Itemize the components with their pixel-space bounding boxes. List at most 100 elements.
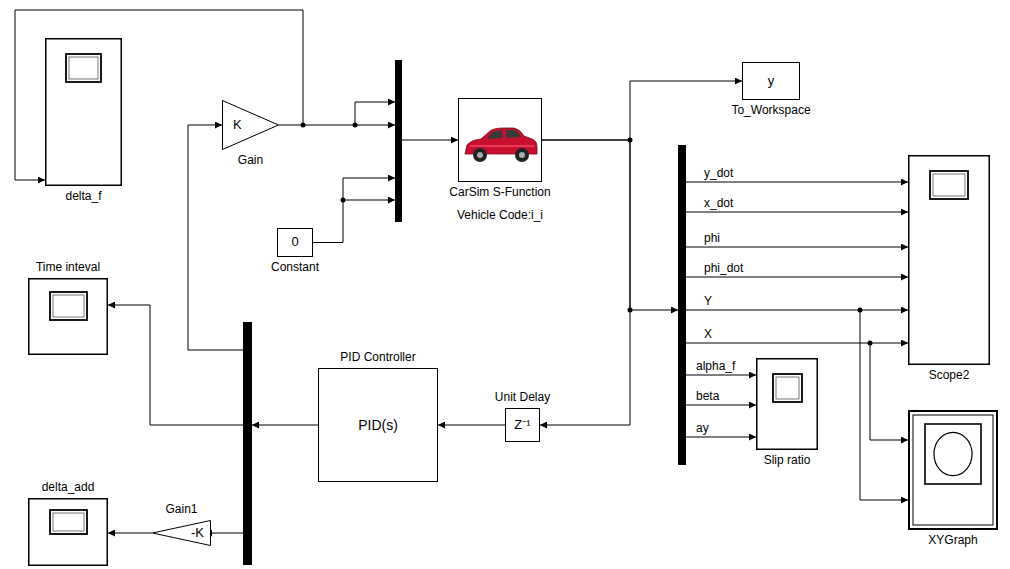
scope-screen xyxy=(933,174,965,196)
scope-block: delta_add xyxy=(28,498,108,566)
signal-wire xyxy=(188,125,243,350)
signal-wire xyxy=(860,310,908,500)
block-name: Time inteval xyxy=(36,261,100,275)
scope-screen xyxy=(776,377,799,399)
scope-screen xyxy=(66,54,101,82)
block-name: PID Controller xyxy=(340,351,415,365)
demux-bar xyxy=(678,145,686,465)
signal-wire xyxy=(402,140,458,141)
branch-dot xyxy=(353,123,358,128)
block-parameter: PID(s) xyxy=(358,417,398,433)
signal-name: phi xyxy=(703,232,721,245)
block-border xyxy=(46,39,122,186)
signal-name: alpha_f xyxy=(695,360,736,373)
signal-wire xyxy=(686,405,756,406)
text-holder: Time inteval xyxy=(36,261,100,275)
text-holder: Slip ratio xyxy=(764,454,811,468)
signal-name: Y xyxy=(703,295,713,308)
signal-connector xyxy=(438,425,505,426)
block-outline xyxy=(908,155,990,365)
block-parameter: K xyxy=(233,118,242,133)
signal-name: X xyxy=(703,328,713,341)
car-window xyxy=(506,130,521,138)
signal-wire xyxy=(313,178,395,243)
text-holder: PID Controller xyxy=(340,351,415,365)
block-name: delta_f xyxy=(65,190,101,204)
signal-wire xyxy=(252,425,318,426)
block-border xyxy=(909,156,990,365)
scope-block: Time inteval xyxy=(28,278,108,355)
signal-wire xyxy=(870,343,908,440)
block-parameter: 0 xyxy=(291,235,298,250)
block-name: Constant xyxy=(271,261,319,275)
signal-wire xyxy=(343,200,395,201)
signal-wire xyxy=(686,437,756,438)
block-border xyxy=(29,279,108,355)
text-holder: Constant xyxy=(271,261,319,275)
car-window xyxy=(487,130,503,139)
block-name: Gain1 xyxy=(165,503,197,517)
signal-wire xyxy=(355,102,395,125)
block-border xyxy=(757,359,818,450)
block-parameter: -K xyxy=(191,526,204,541)
scope-block: Scope2 xyxy=(908,155,990,365)
text-holder: PID(s) xyxy=(318,368,438,482)
signal-connector xyxy=(108,533,152,534)
block-border xyxy=(319,369,438,482)
block-name: Unit Delay xyxy=(495,391,550,405)
block-border xyxy=(909,411,997,529)
unit-delay-block: Unit DelayZ⁻¹ xyxy=(505,408,540,442)
scope-screen xyxy=(50,510,87,534)
text-holder: Unit Delay xyxy=(495,391,550,405)
scope-screen xyxy=(53,513,84,531)
signal-wire xyxy=(686,343,908,344)
block-name: Slip ratio xyxy=(764,454,811,468)
signal-wire xyxy=(686,375,756,376)
block-border xyxy=(29,499,108,566)
block-outline xyxy=(458,98,542,182)
signal-name: x_dot xyxy=(703,197,734,210)
text-holder: -K xyxy=(152,520,211,546)
block-name: Scope2 xyxy=(929,369,970,383)
block-outline xyxy=(756,358,818,450)
signal-wire xyxy=(108,305,243,425)
signal-name: ay xyxy=(695,422,710,435)
scope-screen xyxy=(69,57,98,79)
signal-wire xyxy=(686,247,908,248)
gain-block: KGain xyxy=(222,100,279,150)
block-parameter: Z⁻¹ xyxy=(514,418,530,433)
signal-wire xyxy=(686,212,908,213)
text-holder: Gain1 xyxy=(165,503,197,517)
car-wheel xyxy=(473,148,487,162)
block-outline xyxy=(908,410,998,530)
block-outline xyxy=(28,498,108,566)
block-name: Gain xyxy=(238,154,263,168)
text-holder: y xyxy=(742,62,800,100)
signal-wire xyxy=(686,182,908,183)
block-name: Vehicle Code:i_i xyxy=(457,209,543,223)
graph-circle xyxy=(934,432,972,475)
branch-dot xyxy=(341,198,346,203)
text-holder: delta_add xyxy=(42,481,95,495)
signal-wire xyxy=(686,310,908,311)
block-outline xyxy=(45,38,122,186)
mux-bar xyxy=(395,60,402,222)
block-border xyxy=(913,415,993,525)
scope-screen xyxy=(53,295,84,317)
car-hub xyxy=(519,152,525,158)
scope-screen xyxy=(773,374,802,402)
car-highlight xyxy=(470,146,534,147)
text-holder: Scope2 xyxy=(929,369,970,383)
gain-triangle xyxy=(153,521,211,546)
workspace-block: yTo_Workspace xyxy=(742,62,800,100)
constant-block: 0Constant xyxy=(277,228,313,257)
pid-block: PID ControllerPID(s) xyxy=(318,368,438,482)
gain-triangle xyxy=(223,101,279,150)
text-holder: Z⁻¹ xyxy=(505,408,540,442)
block-name: CarSim S-Function xyxy=(449,186,550,200)
scope-block: delta_f xyxy=(45,38,122,186)
signal-name: y_dot xyxy=(703,167,734,180)
